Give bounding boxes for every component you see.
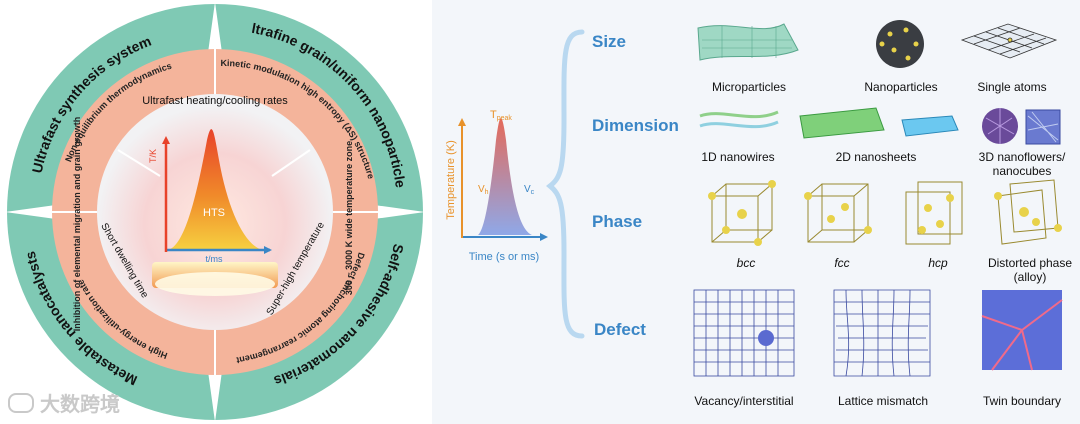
vc-label: Vc xyxy=(524,184,535,196)
caption-vacancy: Vacancy/interstitial xyxy=(694,394,794,408)
bcc-image xyxy=(708,180,776,246)
synthesis-wheel: Ultrafast synthesis system Ultrafine gra… xyxy=(0,0,430,424)
row-title-phase: Phase xyxy=(592,212,643,231)
vh-label: Vh xyxy=(478,184,489,196)
temp-y-axis: Temperature (K) xyxy=(445,140,457,219)
hcp-image xyxy=(905,181,963,245)
hts-plot: T/K t/ms HTS xyxy=(148,129,278,296)
microparticles-image xyxy=(697,23,799,61)
caption-2d-nanosheets: 2D nanosheets xyxy=(835,150,917,164)
caption-twin-boundary: Twin boundary xyxy=(982,394,1062,408)
row-title-defect: Defect xyxy=(594,320,646,339)
regulation-panel: Temperature (K) Time (s or ms) Tpeak Vh … xyxy=(432,0,1080,424)
inner-label-left: Inhibition of elemental migration and gr… xyxy=(72,117,82,332)
caption-single-atoms: Single atoms xyxy=(977,80,1047,94)
caption-lattice-mismatch: Lattice mismatch xyxy=(837,394,929,408)
peak-label: Tpeak xyxy=(490,109,512,122)
watermark-logo-icon xyxy=(8,392,34,413)
hts-y-axis-label: T/K xyxy=(148,149,158,163)
caption-microparticles: Microparticles xyxy=(711,80,786,94)
temperature-time-plot: Temperature (K) Time (s or ms) Tpeak Vh … xyxy=(445,109,548,263)
row-title-dimension: Dimension xyxy=(592,116,679,135)
nanoparticles-image xyxy=(876,20,924,68)
center-title: Ultrafast heating/cooling rates xyxy=(142,95,288,107)
distorted-phase-image xyxy=(994,179,1062,245)
row-title-size: Size xyxy=(592,32,627,51)
nanoflowers-image xyxy=(982,108,1061,145)
nanowires-image xyxy=(699,110,779,129)
fcc-image xyxy=(804,183,872,243)
single-atoms-image xyxy=(960,23,1058,59)
bracket xyxy=(545,29,585,339)
hts-peak xyxy=(168,129,262,250)
twin-boundary-image xyxy=(981,290,1063,371)
caption-nanoparticles: Nanoparticles xyxy=(864,80,938,94)
hts-x-axis-label: t/ms xyxy=(206,254,223,264)
temp-x-axis: Time (s or ms) xyxy=(469,251,539,263)
nanosheets-image xyxy=(799,107,885,139)
caption-distorted-phase: Distorted phase (alloy) xyxy=(987,256,1073,284)
caption-hcp: hcp xyxy=(928,256,948,270)
hts-label: HTS xyxy=(203,207,225,219)
lattice-mismatch-image xyxy=(833,289,931,377)
caption-bcc: bcc xyxy=(736,256,756,270)
watermark-text: 大数跨境 xyxy=(40,394,120,416)
vacancy-lattice-image xyxy=(693,289,795,377)
inner-label-right: 300 ~ 3000 K wide temperature zone xyxy=(344,141,354,295)
watermark: 大数跨境 xyxy=(8,388,120,417)
temp-peak xyxy=(478,118,532,235)
caption-1d-nanowires: 1D nanowires xyxy=(701,150,775,164)
nanosheets-blue-image xyxy=(901,115,959,137)
caption-3d-nanoflowers: 3D nanoflowers/ nanocubes xyxy=(978,150,1066,178)
caption-fcc: fcc xyxy=(834,256,850,270)
